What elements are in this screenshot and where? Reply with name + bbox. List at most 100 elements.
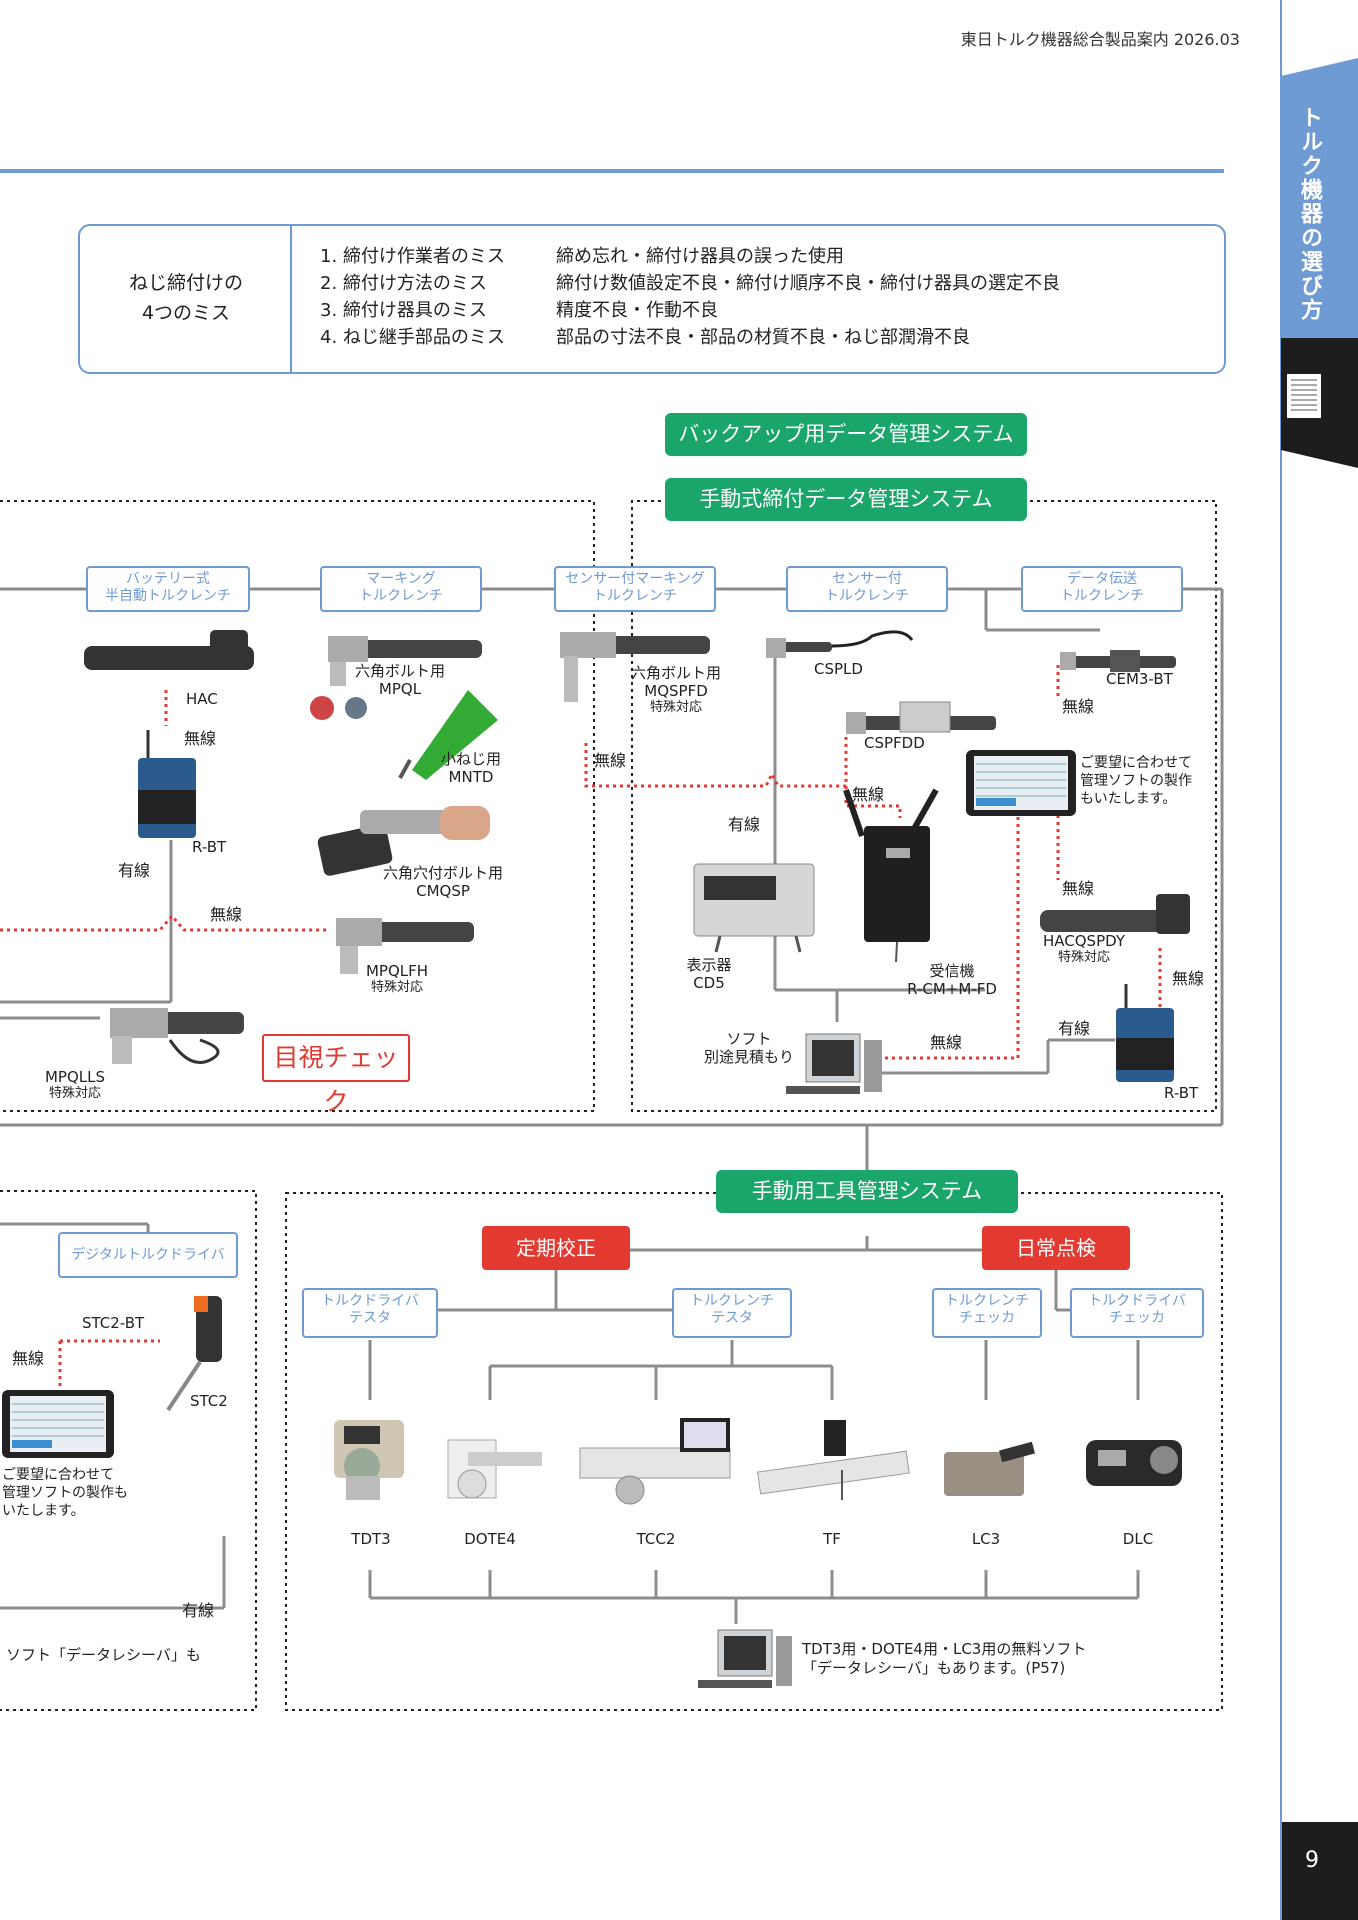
- caption-rbt-right: R-BT: [1164, 1084, 1199, 1102]
- link-wireless: 無線: [12, 1349, 45, 1368]
- link-wired: 有線: [118, 861, 151, 880]
- mistake-row: 3. 締付け器具のミス精度不良・作動不良: [320, 300, 718, 321]
- category-driver-tester: トルクドライバテスタ: [302, 1288, 438, 1338]
- caption-cspld: CSPLD: [814, 660, 863, 678]
- tdt3-image: [334, 1420, 404, 1500]
- hac-image: [84, 630, 254, 670]
- caption-tcc2: TCC2: [636, 1530, 676, 1548]
- cem3bt-image: [1060, 650, 1176, 672]
- section-rule: [0, 169, 1224, 173]
- mqspfd-image: [560, 632, 710, 702]
- stc2-image: [166, 1296, 222, 1412]
- caption-soft-receiver-partial: ソフト「データレシーバ」も: [6, 1646, 201, 1664]
- link-wired: 有線: [182, 1601, 215, 1620]
- mpqlls-image: [110, 1008, 244, 1064]
- side-tab-active[interactable]: [1281, 58, 1358, 340]
- link-wireless: 無線: [1172, 969, 1205, 988]
- dote4-image: [447, 1439, 542, 1499]
- mntd-image: [398, 690, 498, 780]
- caption-lc3: LC3: [971, 1530, 1001, 1548]
- caption-stc2bt: STC2-BT: [82, 1314, 145, 1332]
- category-wrench-tester: トルクレンチテスタ: [672, 1288, 792, 1338]
- cmqsp-image: [317, 806, 490, 876]
- page-number-box: [1282, 1822, 1358, 1920]
- side-tab-label: トルク機器の選び方: [1297, 106, 1322, 322]
- caption-tf: TF: [823, 1530, 841, 1548]
- daily-inspection-badge: 日常点検: [982, 1226, 1130, 1270]
- link-wireless: 無線: [210, 905, 243, 924]
- caption-cem3bt: CEM3-BT: [1106, 670, 1173, 688]
- manual-tightening-system-label: 手動式締付データ管理システム: [665, 478, 1027, 521]
- backup-system-label: バックアップ用データ管理システム: [665, 413, 1027, 456]
- link-wireless: 無線: [1062, 697, 1095, 716]
- link-wired: 有線: [1058, 1019, 1091, 1038]
- page-number: 9: [1305, 1848, 1319, 1873]
- caption-dote4: DOTE4: [464, 1530, 516, 1548]
- category-marking: マーキングトルクレンチ: [320, 566, 482, 612]
- category-driver-checker: トルクドライバチェッカ: [1070, 1288, 1204, 1338]
- category-wrench-checker: トルクレンチチェッカ: [932, 1288, 1042, 1338]
- pc-bottom-image: [698, 1629, 792, 1688]
- cspfdd-image: [846, 701, 996, 734]
- caption-dlc: DLC: [1122, 1530, 1154, 1548]
- catalog-header: 東日トルク機器総合製品案内 2026.03: [960, 30, 1240, 49]
- caption-rbt: R-BT: [192, 838, 227, 856]
- mpqlfh-image: [336, 918, 474, 974]
- tablet-left-image: [2, 1390, 114, 1458]
- caption-free-soft: TDT3用・DOTE4用・LC3用の無料ソフト「データレシーバ」もあります。(P…: [802, 1640, 1087, 1677]
- category-battery: バッテリー式半自動トルクレンチ: [86, 566, 250, 612]
- tablet-image: [966, 750, 1076, 816]
- cspld-image: [766, 630, 914, 658]
- lc3-image: [944, 1441, 1035, 1496]
- link-wireless: 無線: [184, 729, 217, 748]
- link-wireless: 無線: [1062, 879, 1095, 898]
- mistake-row: 2. 締付け方法のミス締付け数値設定不良・締付け順序不良・締付け器具の選定不良: [320, 273, 1060, 294]
- side-tab-next[interactable]: [1281, 338, 1358, 468]
- mpql-image: [310, 636, 482, 720]
- link-wireless: 無線: [594, 751, 627, 770]
- pc-image: [786, 1033, 882, 1094]
- rbt-image: [138, 730, 196, 838]
- receiver-image: [843, 788, 939, 963]
- caption-custom-soft: ご要望に合わせて管理ソフトの製作もいたします。: [1080, 755, 1192, 807]
- mistakes-box-divider: [290, 224, 292, 372]
- category-sensor: センサー付トルクレンチ: [786, 566, 948, 612]
- category-data-transfer: データ伝送トルクレンチ: [1021, 566, 1183, 612]
- caption-hac: HAC: [186, 690, 218, 708]
- mistake-row: 1. 締付け作業者のミス締め忘れ・締付け器具の誤った使用: [320, 246, 844, 267]
- caption-soft: ソフト別途見積もり: [703, 1030, 794, 1066]
- link-wireless: 無線: [930, 1033, 963, 1052]
- link-wireless: 無線: [852, 785, 885, 804]
- caption-custom-soft-left: ご要望に合わせて管理ソフトの製作もいたします。: [2, 1467, 128, 1519]
- periodic-calibration-badge: 定期校正: [482, 1226, 630, 1270]
- caption-tdt3: TDT3: [351, 1530, 391, 1548]
- tcc2-image: [579, 1418, 731, 1505]
- category-sensor-marking: センサー付マーキングトルクレンチ: [554, 566, 716, 612]
- mistake-row: 4. ねじ継手部品のミス部品の寸法不良・部品の材質不良・ねじ部潤滑不良: [320, 327, 970, 348]
- caption-stc2: STC2: [190, 1392, 228, 1410]
- tf-image: [757, 1420, 910, 1500]
- hacqspdy-image: [1040, 894, 1190, 934]
- dlc-image: [1086, 1440, 1182, 1486]
- rbt-right-image: [1116, 984, 1174, 1082]
- category-digital-driver: デジタルトルクドライバ: [58, 1232, 238, 1278]
- mistakes-list: 1. 締付け作業者のミス締め忘れ・締付け器具の誤った使用 2. 締付け方法のミス…: [320, 243, 1060, 351]
- caption-cspfdd: CSPFDD: [864, 734, 925, 752]
- visual-check-badge: 目視チェック: [262, 1034, 410, 1116]
- sidebar-divider: [1280, 0, 1282, 1920]
- manual-tool-system-label: 手動用工具管理システム: [716, 1170, 1018, 1213]
- mistakes-box: [78, 224, 1226, 374]
- link-wired: 有線: [728, 815, 761, 834]
- cd5-image: [693, 863, 815, 953]
